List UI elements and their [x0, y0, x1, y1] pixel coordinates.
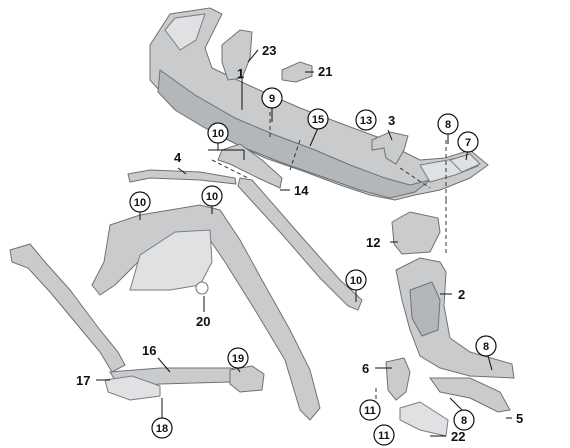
svg-text:11: 11 [378, 430, 390, 442]
callout-16: 16 [142, 343, 156, 358]
svg-text:7: 7 [465, 137, 471, 149]
part-6-bracket [385, 357, 411, 401]
callout-8-right: 8 [475, 335, 497, 357]
part-2-column [395, 257, 515, 379]
callout-3: 3 [388, 113, 395, 128]
callout-10-center: 10 [201, 185, 223, 207]
part-19-bracket [229, 365, 265, 393]
callout-11-upper: 11 [359, 399, 381, 421]
callout-7: 7 [457, 131, 479, 153]
callout-20: 20 [196, 314, 210, 329]
svg-text:9: 9 [269, 93, 275, 105]
svg-text:10: 10 [134, 197, 146, 209]
svg-text:10: 10 [350, 275, 362, 287]
svg-text:8: 8 [461, 415, 467, 427]
callout-17: 17 [76, 373, 90, 388]
svg-text:10: 10 [206, 191, 218, 203]
callout-21: 21 [318, 64, 332, 79]
part-7-plate [449, 153, 481, 173]
svg-text:18: 18 [156, 423, 168, 435]
part-3-bracket [371, 131, 409, 165]
svg-text:19: 19 [232, 353, 244, 365]
svg-text:11: 11 [364, 405, 376, 417]
callout-12: 12 [366, 235, 380, 250]
part-17-strut [9, 243, 126, 373]
part-main-carrier [149, 7, 489, 201]
callout-5: 5 [516, 411, 523, 426]
callout-18: 18 [151, 417, 173, 439]
part-4-strut [127, 169, 237, 185]
callout-10-left: 10 [129, 191, 151, 213]
svg-text:8: 8 [445, 119, 451, 131]
callout-4: 4 [174, 150, 182, 165]
part-12-box [391, 211, 441, 255]
callout-10-right: 10 [345, 269, 367, 291]
part-14-bracket [217, 143, 283, 189]
part-23-bracket [221, 29, 253, 81]
part-20-frame [91, 204, 321, 421]
callout-labels: 23 21 1 3 4 14 12 2 20 16 6 17 5 22 [76, 43, 523, 444]
circled-callouts: 9 15 13 8 7 10 10 10 [129, 87, 497, 446]
callout-8-bottom: 8 [453, 409, 475, 431]
callout-23: 23 [262, 43, 276, 58]
leader-lines [96, 49, 512, 437]
svg-text:8: 8 [483, 341, 489, 353]
callout-1: 1 [237, 66, 244, 81]
part-18-plate [104, 375, 161, 401]
part-5-bracket [429, 377, 511, 413]
callout-19: 19 [227, 347, 249, 369]
callout-10-upper: 10 [207, 122, 229, 144]
callout-2: 2 [458, 287, 465, 302]
callout-14: 14 [294, 183, 309, 198]
part-21-clip [281, 61, 313, 83]
callout-9: 9 [261, 87, 283, 109]
callout-11-lower: 11 [373, 424, 395, 446]
callout-8-top: 8 [437, 113, 459, 135]
svg-text:15: 15 [312, 114, 324, 126]
assembly-dash-lines [211, 112, 447, 400]
callout-15: 15 [307, 108, 329, 130]
svg-text:13: 13 [360, 115, 372, 127]
part-diagonal-rod [237, 177, 363, 311]
callout-6: 6 [362, 361, 369, 376]
callout-13: 13 [355, 109, 377, 131]
part-22-plate [399, 401, 449, 437]
callout-22: 22 [451, 429, 465, 444]
svg-text:10: 10 [212, 128, 224, 140]
